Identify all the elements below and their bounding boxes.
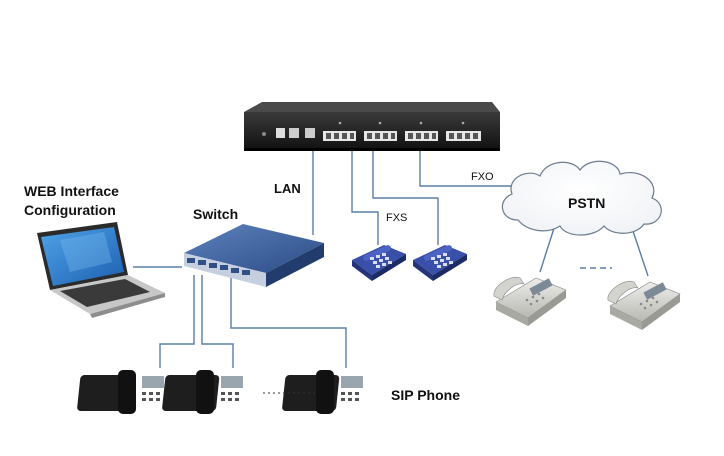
ip-phone-icon <box>282 370 363 414</box>
sip-link-1 <box>159 275 195 368</box>
ip-phone-icon <box>77 370 164 414</box>
sip-link-2 <box>201 275 234 368</box>
desk-phone-icon <box>493 276 567 326</box>
web-interface-label: WEB Interface Configuration <box>24 182 119 220</box>
fxs-label: FXS <box>386 212 408 224</box>
desk-phone-icon <box>607 280 681 330</box>
web-interface-line2: Configuration <box>24 202 116 218</box>
fxs-port-block-2 <box>364 131 397 141</box>
analog-phone-icon <box>413 245 467 281</box>
fxs-port-block-1 <box>323 131 356 141</box>
network-switch-icon <box>184 224 324 287</box>
fxo-link <box>419 150 512 187</box>
fxo-port-block <box>405 131 438 141</box>
lan-label: LAN <box>274 181 301 196</box>
switch-label: Switch <box>193 206 239 222</box>
cloud-icon <box>501 160 662 236</box>
pstn-label: PSTN <box>568 195 606 211</box>
web-interface-line1: WEB Interface <box>24 183 119 199</box>
sip-link-3 <box>230 275 347 368</box>
fxs-link-1 <box>351 150 379 245</box>
voip-gateway-icon <box>244 102 500 151</box>
fxs-link-2 <box>372 150 439 245</box>
sip-phone-label: SIP Phone <box>391 387 460 403</box>
analog-phone-icon <box>352 245 406 281</box>
fxo-label: FXO <box>471 171 494 183</box>
ip-phone-icon <box>162 370 243 414</box>
port-block-4 <box>446 131 481 141</box>
connector-lines <box>133 150 649 368</box>
pstn-link-1 <box>539 221 557 273</box>
laptop-icon <box>37 222 165 318</box>
